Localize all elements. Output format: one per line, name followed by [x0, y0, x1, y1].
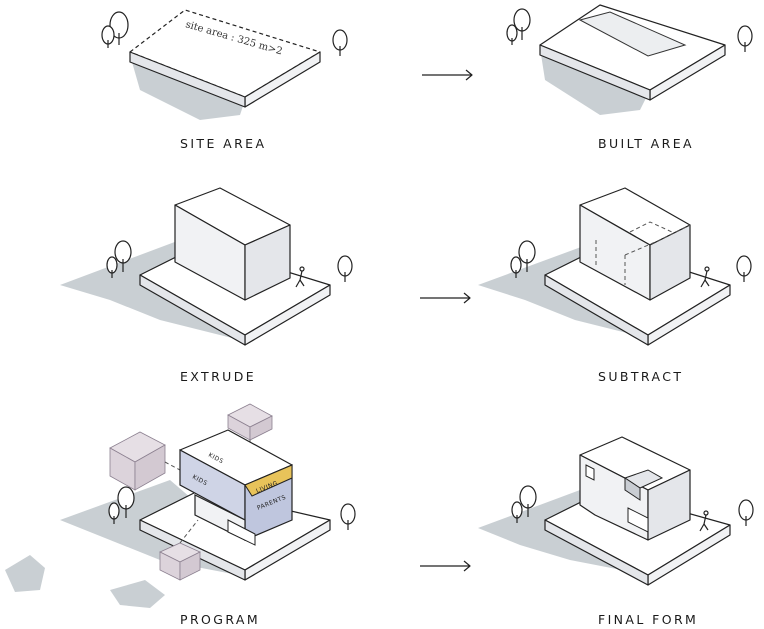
person-icon [295, 266, 305, 288]
tree-icon [506, 8, 531, 45]
final-form-caption: FINAL FORM [598, 612, 698, 627]
subtract-cut-line [624, 224, 691, 256]
final-form-opening [627, 507, 649, 533]
subtract-slab-front [544, 274, 649, 346]
program-caption: PROGRAM [180, 612, 260, 627]
subtract-panel: SUBTRACT [478, 187, 752, 384]
final-form-slab-front [544, 519, 649, 586]
extrude-caption: EXTRUDE [180, 369, 256, 384]
final-form-recess [624, 477, 641, 501]
person-icon [699, 510, 709, 532]
final-form-window [585, 464, 595, 481]
program-ghost-volume [109, 431, 166, 491]
program-projection-line [179, 519, 199, 544]
program-living-highlight [244, 464, 293, 497]
person-icon [700, 266, 710, 288]
built-area-slab-front [539, 44, 651, 101]
extrude-box-right [244, 224, 291, 301]
tree-icon [511, 485, 537, 523]
tree-icon [337, 255, 353, 282]
built-area-caption: BUILT AREA [598, 136, 694, 151]
program-panel: KIDS KIDS LIVING PARENTS PROGRAM [5, 403, 356, 627]
tree-icon [340, 503, 356, 530]
program-projection-line [164, 461, 181, 471]
tree-icon [108, 486, 135, 524]
tree-icon [510, 240, 536, 278]
tree-icon [737, 25, 753, 52]
extrude-slab-front [139, 274, 246, 346]
tree-icon [101, 11, 129, 48]
arrow-right-icon [420, 292, 471, 304]
built-area-panel: BUILT AREA [506, 4, 753, 151]
tree-icon [736, 255, 752, 282]
program-ghost-volume [227, 403, 273, 441]
program-shadow-patch [5, 555, 45, 592]
site-area-caption: SITE AREA [180, 136, 266, 151]
subtract-cut-line [629, 221, 673, 233]
tree-icon [332, 29, 348, 56]
tree-icon [106, 240, 132, 278]
arrow-right-icon [420, 560, 471, 572]
final-form-panel: FINAL FORM [478, 436, 754, 627]
site-area-slab-front [129, 51, 246, 108]
subtract-caption: SUBTRACT [598, 369, 683, 384]
program-void [227, 519, 256, 546]
tree-icon [738, 499, 754, 526]
built-area-footprint [578, 11, 687, 57]
program-ghost-volume [159, 542, 201, 581]
extrude-panel: EXTRUDE [60, 187, 353, 384]
arrow-right-icon [422, 69, 473, 81]
site-area-panel: site area : 325 m>2 SITE AREA [101, 9, 348, 151]
program-shadow-patch [110, 580, 165, 608]
